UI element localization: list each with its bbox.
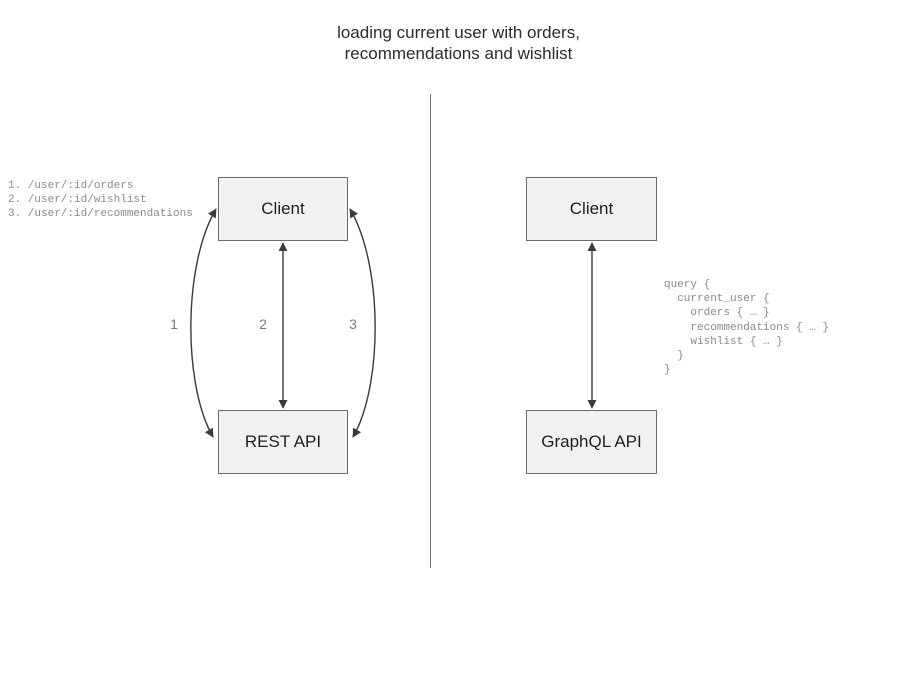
graphql-query-block: query { current_user { orders { … } reco… bbox=[664, 279, 830, 377]
arrow-label-2: 2 bbox=[259, 316, 267, 332]
rest-api-label: REST API bbox=[244, 432, 322, 451]
arrow-label-3: 3 bbox=[349, 316, 357, 332]
rest-api-node[interactable]: REST API bbox=[218, 410, 348, 474]
rest-client-node[interactable]: Client bbox=[218, 177, 348, 241]
graphql-client-node[interactable]: Client bbox=[526, 177, 657, 241]
rest-arrow-1 bbox=[190, 208, 217, 438]
vertical-divider bbox=[430, 94, 431, 568]
graphql-api-node[interactable]: GraphQL API bbox=[526, 410, 657, 474]
rest-endpoint-list: 1. /user/:id/orders 2. /user/:id/wishlis… bbox=[8, 180, 193, 221]
page-title: loading current user with orders, recomm… bbox=[337, 23, 580, 63]
rest-client-label: Client bbox=[261, 199, 305, 218]
graphql-client-label: Client bbox=[569, 199, 614, 218]
arrow-label-1: 1 bbox=[170, 316, 178, 332]
graphql-api-label: GraphQL API bbox=[541, 432, 642, 451]
